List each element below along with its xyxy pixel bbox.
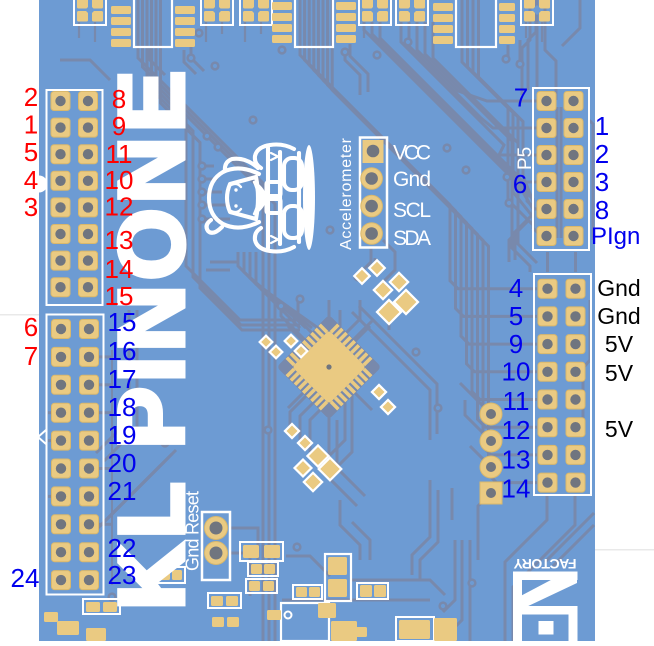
svg-text:VCC: VCC — [393, 142, 431, 165]
svg-text:17: 17 — [108, 364, 137, 394]
svg-text:9: 9 — [112, 111, 126, 141]
svg-text:KL PINONE: KL PINONE — [101, 66, 203, 610]
svg-text:1: 1 — [24, 110, 38, 140]
svg-text:4: 4 — [24, 165, 38, 195]
svg-text:8: 8 — [112, 84, 126, 114]
svg-text:19: 19 — [108, 420, 137, 450]
svg-text:5V: 5V — [605, 360, 634, 386]
svg-text:13: 13 — [105, 225, 134, 255]
svg-text:12: 12 — [502, 415, 531, 445]
svg-text:16: 16 — [108, 336, 137, 366]
svg-text:14: 14 — [502, 474, 531, 504]
svg-text:P5: P5 — [515, 147, 536, 170]
svg-text:13: 13 — [502, 445, 531, 475]
svg-text:11: 11 — [106, 139, 133, 169]
svg-text:7: 7 — [514, 83, 528, 113]
svg-text:24: 24 — [11, 563, 40, 593]
svg-text:6: 6 — [513, 169, 527, 199]
svg-text:2: 2 — [595, 139, 609, 169]
svg-text:9: 9 — [509, 329, 523, 359]
svg-text:PIgn: PIgn — [591, 223, 640, 250]
svg-text:2: 2 — [24, 82, 38, 112]
svg-text:Gnd: Gnd — [393, 168, 431, 191]
svg-text:14: 14 — [105, 254, 134, 284]
svg-text:12: 12 — [105, 192, 134, 222]
svg-text:20: 20 — [108, 448, 137, 478]
svg-text:10: 10 — [105, 165, 134, 195]
svg-text:15: 15 — [105, 281, 134, 311]
svg-text:15: 15 — [108, 307, 137, 337]
svg-text:7: 7 — [24, 341, 38, 371]
svg-text:5V: 5V — [605, 416, 634, 442]
svg-text:Gnd Reset: Gnd Reset — [183, 491, 203, 571]
svg-text:21: 21 — [108, 476, 137, 506]
svg-text:Gnd: Gnd — [597, 303, 640, 329]
svg-text:4: 4 — [509, 273, 523, 303]
svg-text:5: 5 — [24, 137, 38, 167]
svg-text:5: 5 — [509, 301, 523, 331]
svg-text:5V: 5V — [605, 331, 634, 357]
svg-text:23: 23 — [108, 560, 137, 590]
svg-text:22: 22 — [108, 533, 137, 563]
svg-text:Gnd: Gnd — [597, 275, 640, 301]
svg-text:SDA: SDA — [393, 227, 431, 250]
svg-text:18: 18 — [108, 392, 137, 422]
svg-text:8: 8 — [595, 195, 609, 225]
svg-text:Accelerometer: Accelerometer — [338, 137, 355, 250]
svg-text:SCL: SCL — [393, 199, 431, 222]
svg-text:11: 11 — [503, 386, 530, 416]
svg-text:6: 6 — [24, 312, 38, 342]
svg-text:3: 3 — [595, 167, 609, 197]
svg-text:1: 1 — [595, 111, 609, 141]
svg-text:FACTORY: FACTORY — [513, 556, 577, 572]
svg-text:3: 3 — [24, 192, 38, 222]
svg-text:10: 10 — [502, 357, 531, 387]
